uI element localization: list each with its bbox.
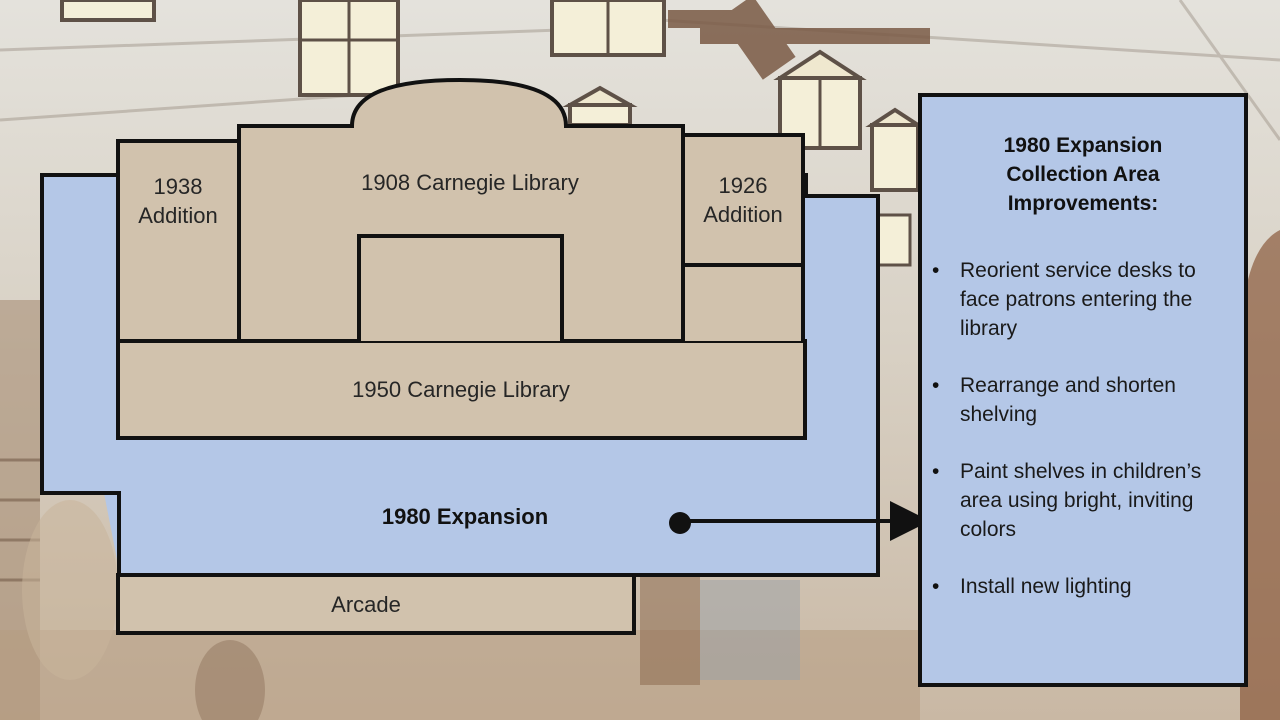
arcade-area <box>116 573 636 635</box>
carnegie-1908-label: 1908 Carnegie Library <box>361 170 579 195</box>
lantern-icon <box>865 107 925 192</box>
list-item: Paint shelves in children’s area using b… <box>922 457 1244 544</box>
addition-1938-area <box>116 139 241 343</box>
carnegie-1908-area <box>237 77 685 343</box>
carnegie-1950-area <box>116 339 807 440</box>
improvements-panel: 1980 Expansion Collection Area Improveme… <box>918 93 1248 687</box>
carnegie-1950-label: 1950 Carnegie Library <box>352 377 570 402</box>
lantern-icon <box>298 0 400 97</box>
list-item: Install new lighting <box>922 572 1244 601</box>
addition-1926-label-line2: Addition <box>703 202 783 227</box>
carnegie-1950-area <box>683 265 805 341</box>
addition-1926-area <box>681 133 805 267</box>
list-item: Reorient service desks to face patrons e… <box>922 256 1244 343</box>
addition-1938-label-line2: Addition <box>138 203 218 228</box>
panel-title: 1980 Expansion Collection Area Improveme… <box>1003 134 1163 215</box>
expansion-1980-label: 1980 Expansion <box>382 504 548 529</box>
list-item: Rearrange and shorten shelving <box>922 371 1244 429</box>
lantern-icon <box>60 0 156 22</box>
arcade-label: Arcade <box>331 592 401 617</box>
connector-dot <box>669 512 691 534</box>
improvements-list: Reorient service desks to face patrons e… <box>922 256 1244 601</box>
lantern-icon <box>773 49 867 150</box>
lantern-icon <box>550 0 666 57</box>
addition-1938-label-line1: 1938 <box>154 174 203 199</box>
carnegie-1950-area <box>359 236 562 341</box>
addition-1926-label-line1: 1926 <box>719 173 768 198</box>
